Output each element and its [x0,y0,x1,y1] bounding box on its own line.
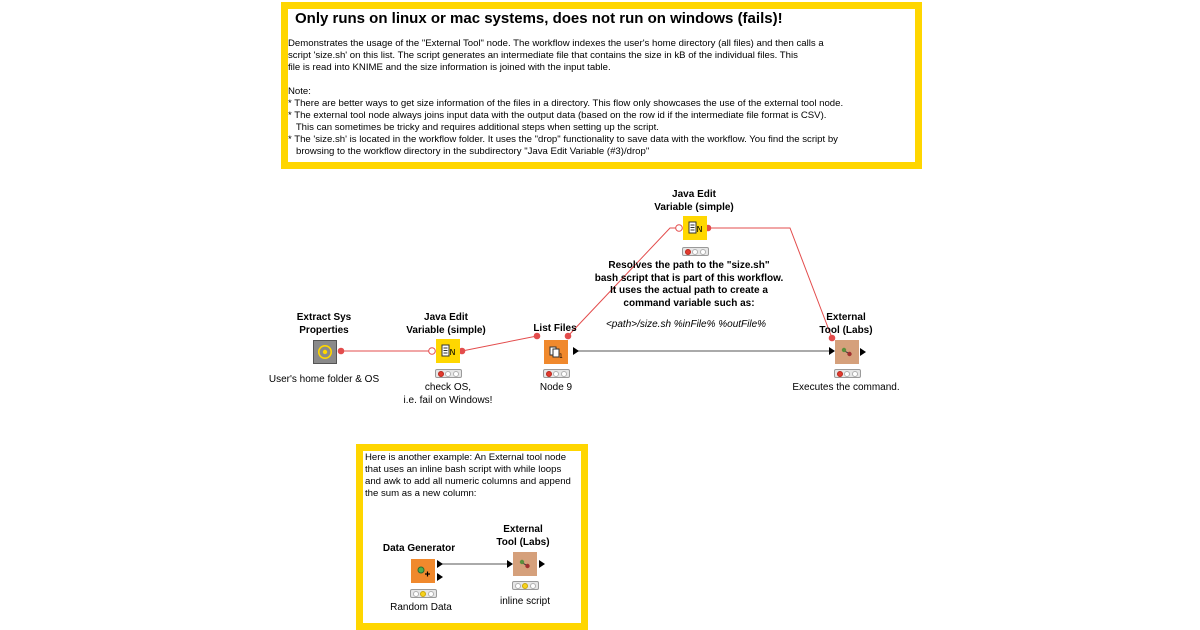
data-out-port[interactable] [437,573,443,581]
bottom-annotation-line: that uses an inline bash script with whi… [365,464,562,475]
bottom-annotation-line: Here is another example: An External too… [365,452,567,463]
node-title-external-tool-2: External Tool (Labs) [496,524,550,548]
canvas-note-code: <path>/size.sh %inFile% %outFile% [605,319,767,330]
node-java-edit-variable-1[interactable]: N [436,339,460,363]
flow-var-in-port[interactable] [675,224,683,232]
svg-text:N: N [697,225,703,234]
canvas-note: Resolves the path to the "size.sh" bash … [594,260,784,309]
svg-text:1: 1 [559,353,563,360]
top-annotation-line: This can sometimes be tricky and require… [288,122,659,133]
node-title-list-files: List Files [533,323,577,334]
node-label-extract-sys: User's home folder & OS [268,374,380,385]
top-annotation-line: Demonstrates the usage of the "External … [288,38,824,49]
svg-text:N: N [450,348,456,357]
top-annotation-text: Demonstrates the usage of the "External … [288,38,843,158]
top-annotation-line: script 'size.sh' on this list. The scrip… [288,50,798,61]
node-data-generator[interactable] [411,559,435,583]
external-tool-icon [519,559,530,569]
status-lights-java-edit-2 [682,247,709,256]
node-title-external-tool: External Tool (Labs) [819,312,873,336]
data-out-port[interactable] [539,560,545,568]
flow-var-out-port[interactable] [458,347,466,355]
top-annotation-line: browsing to the workflow directory in th… [288,146,650,157]
gear-icon [318,345,332,359]
node-label-external-tool-2: inline script [499,596,551,607]
data-out-port[interactable] [573,347,579,355]
bottom-annotation-line: the sum as a new column: [365,488,477,499]
node-title-extract-sys: Extract Sys Properties [296,312,352,336]
node-extract-sys-properties[interactable] [313,340,337,364]
flow-var-in-port[interactable] [428,347,436,355]
top-annotation-line: * The 'size.sh' is located in the workfl… [288,134,838,145]
java-edit-icon: N [441,344,456,357]
top-annotation-line: * The external tool node always joins in… [288,110,827,121]
status-lights-java-edit-1 [435,369,462,378]
top-annotation[interactable] [281,2,922,169]
bottom-annotation-line: and awk to add all numeric columns and a… [365,476,571,487]
node-external-tool[interactable] [835,340,859,364]
flow-var-out-port[interactable] [337,347,345,355]
node-label-java-edit-1: check OS, i.e. fail on Windows! [403,382,493,406]
flow-var-in-port[interactable] [533,332,541,340]
top-annotation-line: * There are better ways to get size info… [288,98,844,109]
node-external-tool-2[interactable] [513,552,537,576]
flow-var-in-port[interactable] [828,334,836,342]
external-tool-icon [841,347,852,357]
node-label-data-generator: Random Data [390,602,452,613]
node-label-list-files: Node 9 [539,382,573,393]
data-generator-icon [417,566,430,577]
status-lights-external-tool-2 [512,581,539,590]
data-out-port[interactable] [860,348,866,356]
status-lights-data-generator [410,589,437,598]
status-lights-list-files [543,369,570,378]
bottom-annotation-text: Here is another example: An External too… [365,452,571,500]
node-list-files[interactable]: 1 [544,340,568,364]
data-out-port[interactable] [437,560,443,568]
node-java-edit-variable-2[interactable]: N [683,216,707,240]
top-annotation-line: file is read into KNIME and the size inf… [288,62,611,73]
top-annotation-line: Note: [288,86,311,97]
connection-java-edit-to-list-files[interactable] [461,335,538,352]
node-title-java-edit-2: Java Edit Variable (simple) [654,189,734,213]
node-title-java-edit-1: Java Edit Variable (simple) [406,312,486,336]
data-in-port[interactable] [829,347,835,355]
node-label-external-tool: Executes the command. [792,382,900,393]
bottom-annotation[interactable] [356,444,588,630]
java-edit-icon: N [688,221,703,234]
status-lights-external-tool [834,369,861,378]
list-files-icon: 1 [549,346,563,360]
top-annotation-title: Only runs on linux or mac systems, does … [295,10,783,27]
data-in-port[interactable] [507,560,513,568]
node-title-data-generator: Data Generator [382,543,456,554]
flow-var-out-port[interactable] [564,332,572,340]
connection-java-edit-2-to-external-tool[interactable] [708,227,833,339]
